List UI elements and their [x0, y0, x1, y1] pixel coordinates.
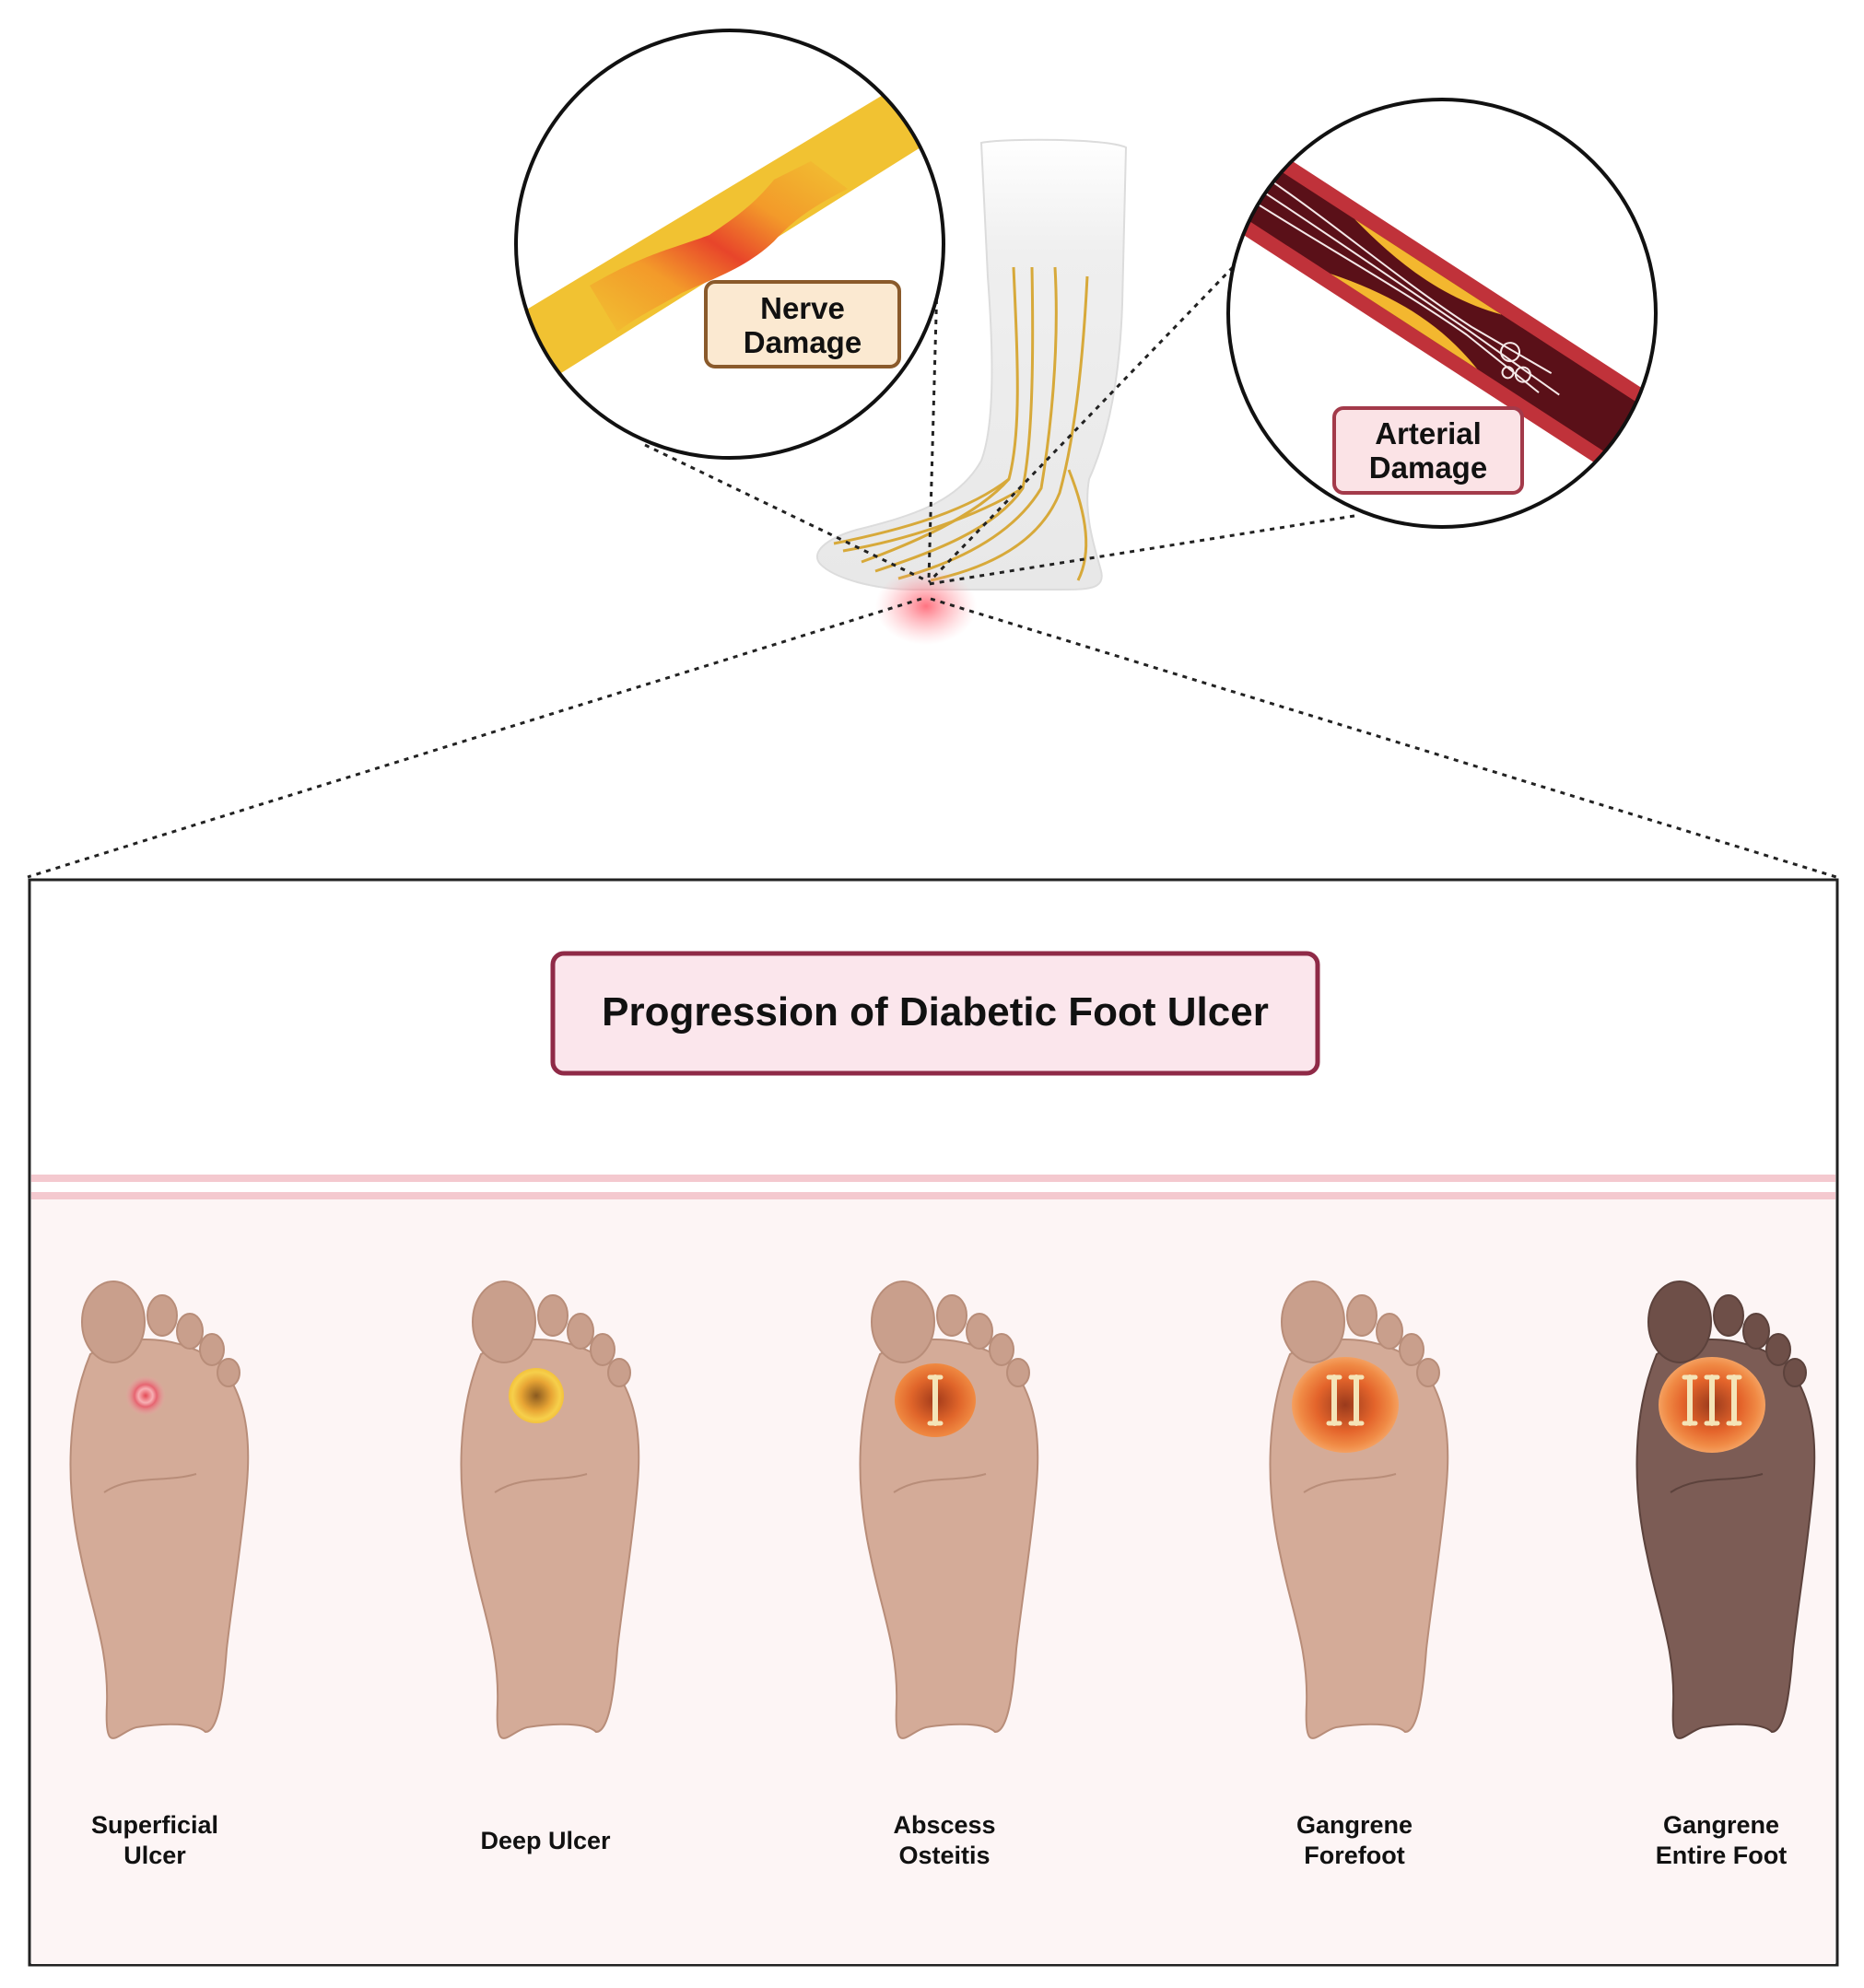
- stage-5-label-1: Gangrene: [1663, 1811, 1779, 1839]
- stage-1-label-2: Ulcer: [123, 1842, 186, 1869]
- foot-stage-1: [69, 1281, 250, 1739]
- toe: [217, 1358, 240, 1387]
- toe: [1783, 1358, 1807, 1387]
- nerve-damage-label-2: Damage: [744, 325, 862, 359]
- stage-3-label-1: Abscess: [893, 1811, 995, 1839]
- toe: [81, 1281, 146, 1363]
- ulcer-site-glow: [875, 567, 977, 645]
- nerve-damage-callout: [704, 280, 901, 368]
- toe: [590, 1333, 615, 1366]
- stage-feet: [69, 1281, 1816, 1739]
- nerve-damage-label-1: Nerve: [760, 291, 845, 325]
- toe: [472, 1281, 536, 1363]
- arch-line: [1670, 1473, 1764, 1493]
- toe: [1647, 1281, 1712, 1363]
- toe: [871, 1281, 935, 1363]
- arterial-damage-label-2: Damage: [1369, 450, 1487, 485]
- toe: [176, 1313, 204, 1350]
- toe: [1006, 1358, 1030, 1387]
- toe: [147, 1294, 178, 1337]
- arch-line: [103, 1473, 197, 1493]
- arterial-damage-callout: [1332, 406, 1524, 495]
- arch-line: [494, 1473, 588, 1493]
- stage-1-label-1: Superficial: [91, 1811, 218, 1839]
- foot-stage-4: [1269, 1281, 1449, 1739]
- stage-labels: Superficial Ulcer Deep Ulcer Abscess Ost…: [91, 1811, 1787, 1869]
- lesion: [125, 1375, 166, 1416]
- foot-sole: [69, 1339, 250, 1739]
- lesion: [1292, 1357, 1399, 1453]
- foot-stage-2: [460, 1281, 640, 1739]
- panel-stripe-1: [31, 1175, 1835, 1182]
- toe: [936, 1294, 967, 1337]
- arch-line: [893, 1473, 987, 1493]
- toe: [1416, 1358, 1440, 1387]
- toe: [1376, 1313, 1403, 1350]
- foot-stage-5: [1635, 1281, 1816, 1739]
- stage-2-label-1: Deep Ulcer: [480, 1827, 611, 1854]
- foot-sole: [460, 1339, 640, 1739]
- toe: [199, 1333, 225, 1366]
- toe: [966, 1313, 993, 1350]
- foot-stage-3: [859, 1281, 1039, 1739]
- stage-4-label-2: Forefoot: [1304, 1842, 1404, 1869]
- toe: [537, 1294, 569, 1337]
- toe: [1399, 1333, 1424, 1366]
- toe: [567, 1313, 594, 1350]
- stage-3-label-2: Osteitis: [898, 1842, 990, 1869]
- nerve-fibers: [833, 266, 1089, 582]
- toe: [1713, 1294, 1744, 1337]
- nerve-damage-inset: Nerve Damage: [514, 29, 945, 460]
- arterial-damage-inset: Arterial Damage: [1226, 98, 1658, 529]
- connector-lines: [27, 248, 1837, 879]
- arch-line: [1303, 1473, 1397, 1493]
- title-box: [550, 951, 1320, 1076]
- toe: [607, 1358, 631, 1387]
- stage-4-label-1: Gangrene: [1296, 1811, 1413, 1839]
- leg-foot-illustration: [815, 138, 1128, 645]
- lesion: [509, 1368, 564, 1423]
- panel-stripe-2: [31, 1192, 1835, 1199]
- arterial-damage-label-1: Arterial: [1375, 416, 1482, 450]
- toe: [1346, 1294, 1377, 1337]
- toe: [1765, 1333, 1791, 1366]
- toe: [989, 1333, 1014, 1366]
- toe: [1281, 1281, 1345, 1363]
- foot-sole: [859, 1339, 1039, 1739]
- toe: [1742, 1313, 1770, 1350]
- stage-5-label-2: Entire Foot: [1656, 1842, 1788, 1869]
- title: Progression of Diabetic Foot Ulcer: [602, 989, 1269, 1035]
